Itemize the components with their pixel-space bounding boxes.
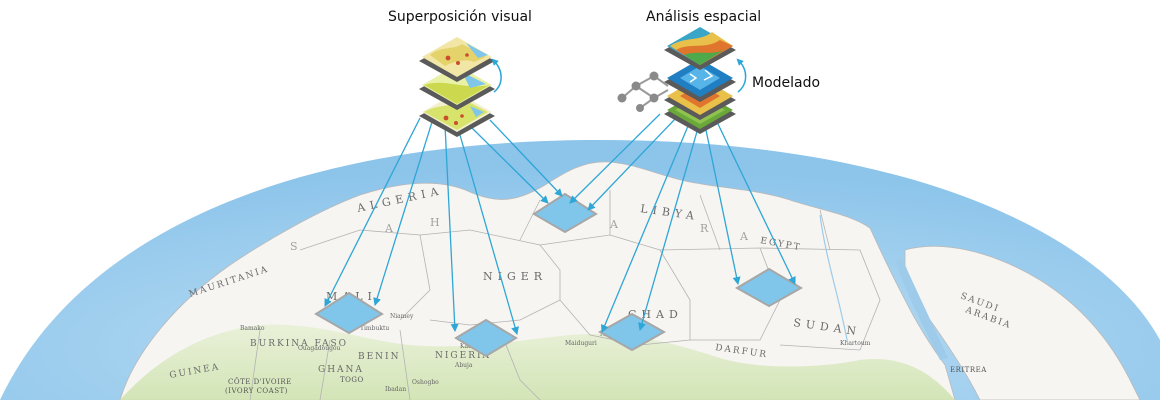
svg-text:NIGERIA: NIGERIA [435, 351, 491, 361]
analysis-layer-stack-icon [664, 27, 736, 134]
svg-text:Bamako: Bamako [240, 325, 265, 332]
svg-text:GHANA: GHANA [318, 365, 364, 375]
target-tile-nigeria [454, 318, 518, 358]
svg-text:BENIN: BENIN [358, 352, 401, 362]
svg-text:Niamey: Niamey [390, 313, 414, 320]
svg-text:R: R [700, 222, 713, 235]
svg-text:TOGO: TOGO [340, 376, 364, 384]
svg-text:A: A [739, 230, 753, 243]
layer-stack-icon [419, 37, 495, 137]
target-tiles [314, 192, 803, 358]
target-tile-mali [314, 291, 384, 335]
svg-text:A: A [609, 218, 623, 231]
vegetation-band [120, 324, 955, 400]
target-tile-algeria-niger [532, 192, 598, 234]
land-mass-arabia [904, 245, 1141, 400]
svg-text:ERITREA: ERITREA [950, 366, 987, 374]
svg-text:Oshogbo: Oshogbo [412, 379, 439, 386]
svg-text:CÔTE D'IVOIRE: CÔTE D'IVOIRE [228, 377, 292, 386]
target-tile-chad [597, 312, 667, 352]
svg-text:Ibadan: Ibadan [385, 386, 406, 393]
spatial-analysis-arrows [569, 113, 796, 333]
visual-overlay-arrows [324, 117, 563, 335]
network-nodes-icon [617, 71, 669, 112]
svg-text:(IVORY COAST): (IVORY COAST) [225, 387, 288, 395]
svg-text:Ouagadougou: Ouagadougou [298, 345, 341, 352]
svg-text:NIGER: NIGER [483, 270, 547, 283]
curved-arrow-icon [491, 58, 502, 93]
svg-text:Maiduguri: Maiduguri [565, 340, 597, 347]
svg-text:Khartoum: Khartoum [840, 340, 871, 347]
modeling-label: Modelado [752, 75, 821, 91]
spatial-analysis-title: Análisis espacial [646, 9, 762, 25]
modeling-curved-arrow-icon [736, 58, 747, 93]
svg-text:Abuja: Abuja [454, 362, 473, 369]
river [819, 214, 849, 346]
svg-text:BURKINA FASO: BURKINA FASO [250, 339, 348, 349]
red-sea [895, 258, 948, 360]
globe: ALGERIA LIBYA EGYPT NIGER MALI CHAD SUDA… [0, 140, 1160, 400]
svg-text:Timbuktu: Timbuktu [360, 325, 389, 332]
svg-text:A: A [384, 222, 398, 235]
visual-overlay-title: Superposición visual [388, 9, 532, 25]
svg-text:S: S [290, 240, 303, 253]
svg-text:H: H [430, 216, 445, 229]
